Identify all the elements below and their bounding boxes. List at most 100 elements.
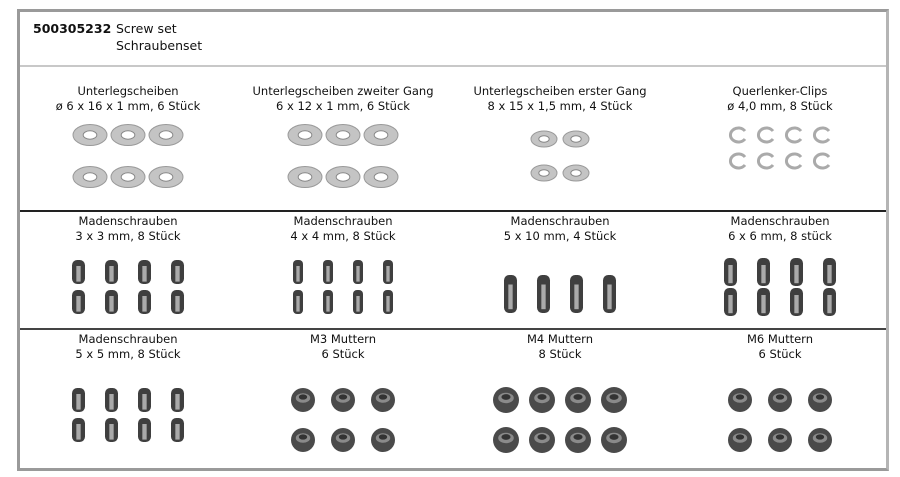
part-number: 500305232 <box>33 21 112 36</box>
grub-screw-icon <box>724 288 737 316</box>
nut-icon <box>493 427 519 453</box>
nut-icon <box>493 387 519 413</box>
grub-screw-icon <box>171 418 184 442</box>
part-illustration <box>72 260 184 314</box>
grub-screw-icon <box>603 275 616 313</box>
grub-screw-icon <box>171 290 184 314</box>
part-spec: 8 x 15 x 1,5 mm, 4 Stück <box>487 99 633 113</box>
washer-icon <box>325 165 361 189</box>
part-spec: 4 x 4 mm, 8 Stück <box>290 229 396 243</box>
title-de: Schraubenset <box>116 38 203 53</box>
grub-screw-icon <box>105 418 118 442</box>
washer-icon <box>530 130 558 148</box>
part-illustration <box>728 126 831 170</box>
part-name: Madenschrauben <box>730 214 830 228</box>
part-illustration <box>530 130 590 182</box>
part-name: Unterlegscheiben erster Gang <box>473 84 647 98</box>
part-illustration <box>493 387 627 453</box>
nut-icon <box>371 428 395 452</box>
grub-screw-icon <box>757 258 770 286</box>
part-spec: 5 x 5 mm, 8 Stück <box>75 347 181 361</box>
washer-icon <box>562 164 590 182</box>
grub-screw-icon <box>138 290 151 314</box>
grub-screw-icon <box>570 275 583 313</box>
part-illustration <box>504 275 616 313</box>
clip-icon <box>728 126 747 144</box>
nut-icon <box>529 427 555 453</box>
washer-icon <box>287 123 323 147</box>
nut-icon <box>601 387 627 413</box>
grub-screw-icon <box>353 260 363 284</box>
washer-icon <box>72 165 108 189</box>
parts-sheet: 500305232 Screw set Schraubenset Unterle… <box>17 9 889 471</box>
grub-screw-icon <box>171 388 184 412</box>
nut-icon <box>728 428 752 452</box>
washer-icon <box>530 164 558 182</box>
nut-icon <box>728 388 752 412</box>
part-illustration <box>291 388 395 452</box>
grub-screw-icon <box>72 260 85 284</box>
washer-icon <box>562 130 590 148</box>
nut-icon <box>601 427 627 453</box>
grub-screw-icon <box>790 288 803 316</box>
grub-screw-icon <box>504 275 517 313</box>
part-name: Madenschrauben <box>510 214 610 228</box>
grub-screw-icon <box>537 275 550 313</box>
nut-icon <box>565 387 591 413</box>
washer-icon <box>363 165 399 189</box>
nut-icon <box>529 387 555 413</box>
part-spec: 5 x 10 mm, 4 Stück <box>503 229 617 243</box>
nut-icon <box>808 428 832 452</box>
nut-icon <box>331 388 355 412</box>
part-spec: 6 x 6 mm, 8 stück <box>728 229 832 243</box>
grub-screw-icon <box>72 418 85 442</box>
washer-icon <box>287 165 323 189</box>
washer-icon <box>148 165 184 189</box>
part-name: Unterlegscheiben zweiter Gang <box>252 84 434 98</box>
grub-screw-icon <box>171 260 184 284</box>
grub-screw-icon <box>105 260 118 284</box>
clip-icon <box>812 152 831 170</box>
nut-icon <box>291 428 315 452</box>
part-name: M3 Muttern <box>309 332 376 346</box>
part-spec: 6 Stück <box>321 347 365 361</box>
part-spec: 3 x 3 mm, 8 Stück <box>75 229 181 243</box>
grub-screw-icon <box>138 388 151 412</box>
title-en: Screw set <box>116 21 177 36</box>
grub-screw-icon <box>353 290 363 314</box>
part-spec: ø 6 x 16 x 1 mm, 6 Stück <box>55 99 201 113</box>
grub-screw-icon <box>383 290 393 314</box>
grub-screw-icon <box>383 260 393 284</box>
grub-screw-icon <box>72 388 85 412</box>
part-illustration <box>287 123 399 189</box>
grub-screw-icon <box>823 288 836 316</box>
grub-screw-icon <box>138 260 151 284</box>
grub-screw-icon <box>293 290 303 314</box>
header: 500305232 Screw set Schraubenset <box>20 12 886 67</box>
part-name: M4 Muttern <box>526 332 593 346</box>
washer-icon <box>325 123 361 147</box>
clip-icon <box>756 126 775 144</box>
nut-icon <box>768 428 792 452</box>
grub-screw-icon <box>72 290 85 314</box>
part-spec: ø 4,0 mm, 8 Stück <box>727 99 833 113</box>
part-spec: 8 Stück <box>538 347 582 361</box>
grub-screw-icon <box>323 290 333 314</box>
clip-icon <box>784 126 803 144</box>
nut-icon <box>291 388 315 412</box>
clip-icon <box>784 152 803 170</box>
grub-screw-icon <box>823 258 836 286</box>
grub-screw-icon <box>138 418 151 442</box>
grub-screw-icon <box>293 260 303 284</box>
grub-screw-icon <box>757 288 770 316</box>
